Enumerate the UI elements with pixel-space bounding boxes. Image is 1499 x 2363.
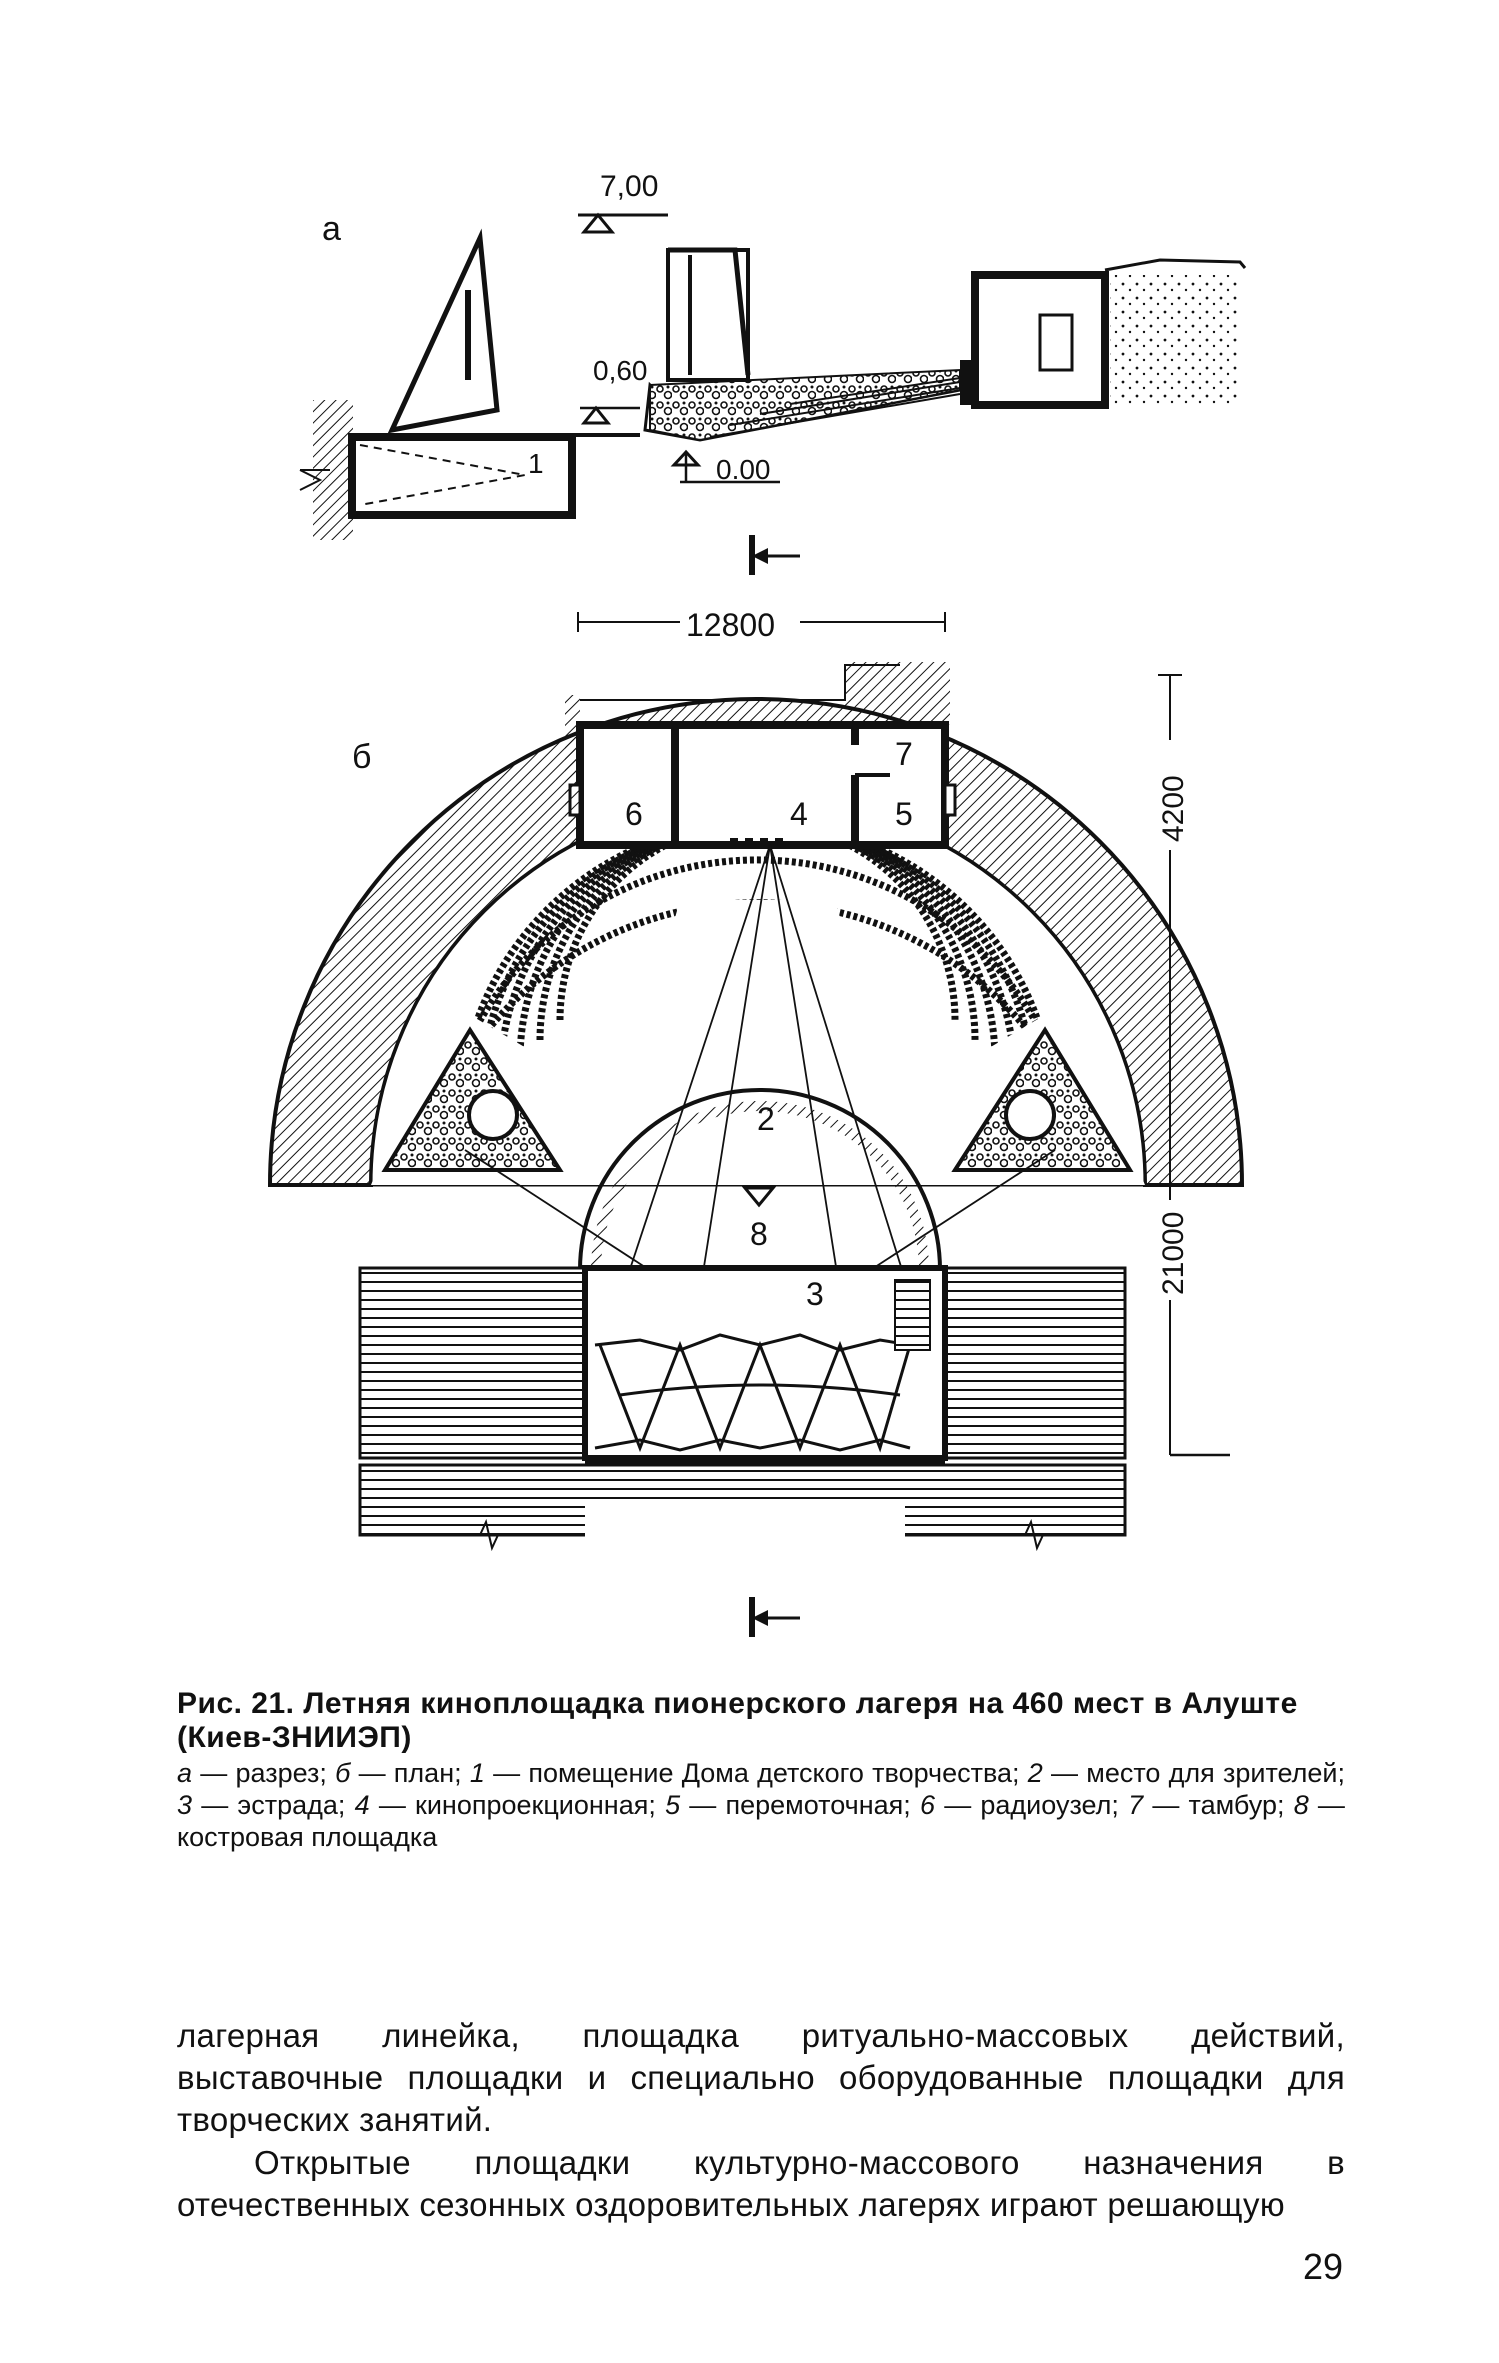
- legend-item: а — разрез;: [177, 1758, 327, 1789]
- legend-item: 6 — радиоузел;: [919, 1790, 1119, 1821]
- screen-frame: [387, 228, 500, 434]
- projection-room-section: [971, 271, 1109, 409]
- legend-item: 8 — костровая площадка: [177, 1790, 1345, 1852]
- elevation-base-label: 0.00: [716, 454, 771, 485]
- elevation-top-marker: [580, 212, 616, 234]
- body-text: лагерная линейка, площадка ритуально-мас…: [177, 2015, 1345, 2226]
- legend-item: 3 — эстрада;: [177, 1790, 346, 1821]
- legend-item: 1 — помещение Дома детского творчества;: [469, 1758, 1020, 1789]
- legend-item: 4 — кинопроекционная;: [354, 1790, 656, 1821]
- figure-caption: Рис. 21. Летняя киноплощадка пионерского…: [177, 1687, 1345, 1854]
- section-b-label: б: [352, 738, 371, 776]
- room-1-label: 1: [528, 448, 544, 479]
- legend-item: 7 — тамбур;: [1128, 1790, 1285, 1821]
- room-3-label: 3: [806, 1276, 824, 1312]
- section-a-label: а: [322, 210, 341, 248]
- campfire-area: [578, 1088, 942, 1271]
- room-6-label: 6: [625, 796, 643, 832]
- architectural-drawing: а 7,00 1 0,60 0.: [267, 170, 1247, 1637]
- stage-truss: [594, 1333, 912, 1453]
- caption-legend: а — разрез; б — план; 1 — помещение Дома…: [177, 1758, 1345, 1854]
- room-7-label: 7: [895, 736, 913, 772]
- stage: [582, 1265, 948, 1461]
- section-b: б 12800: [267, 604, 1245, 1637]
- page-number: 29: [1303, 2246, 1344, 2287]
- paragraph: Открытые площадки культурно-массового на…: [177, 2143, 1345, 2223]
- projection-building-plan: [576, 721, 949, 849]
- room-4-label: 4: [790, 796, 808, 832]
- paragraph: лагерная линейка, площадка ритуально-мас…: [177, 2017, 1345, 2139]
- room-5-label: 5: [895, 796, 913, 832]
- legend-item: б — план;: [335, 1758, 462, 1789]
- elevation-mid-label: 0,60: [593, 355, 648, 386]
- legend-item: 5 — перемоточная;: [665, 1790, 911, 1821]
- seating-steps: [709, 377, 961, 438]
- elevation-top-label: 7,00: [600, 170, 658, 203]
- dim-depth-building-label: 4200: [1157, 775, 1190, 842]
- legend-item: 2 — место для зрителей;: [1027, 1758, 1345, 1789]
- dim-depth-total-label: 21000: [1157, 1212, 1190, 1295]
- elevation-mid-marker: [580, 405, 612, 425]
- room-8-label: 8: [750, 1216, 768, 1252]
- section-a: а 7,00 1 0,60 0.: [299, 170, 1247, 575]
- caption-title: Рис. 21. Летняя киноплощадка пионерского…: [177, 1687, 1298, 1754]
- dim-width-label: 12800: [686, 607, 775, 643]
